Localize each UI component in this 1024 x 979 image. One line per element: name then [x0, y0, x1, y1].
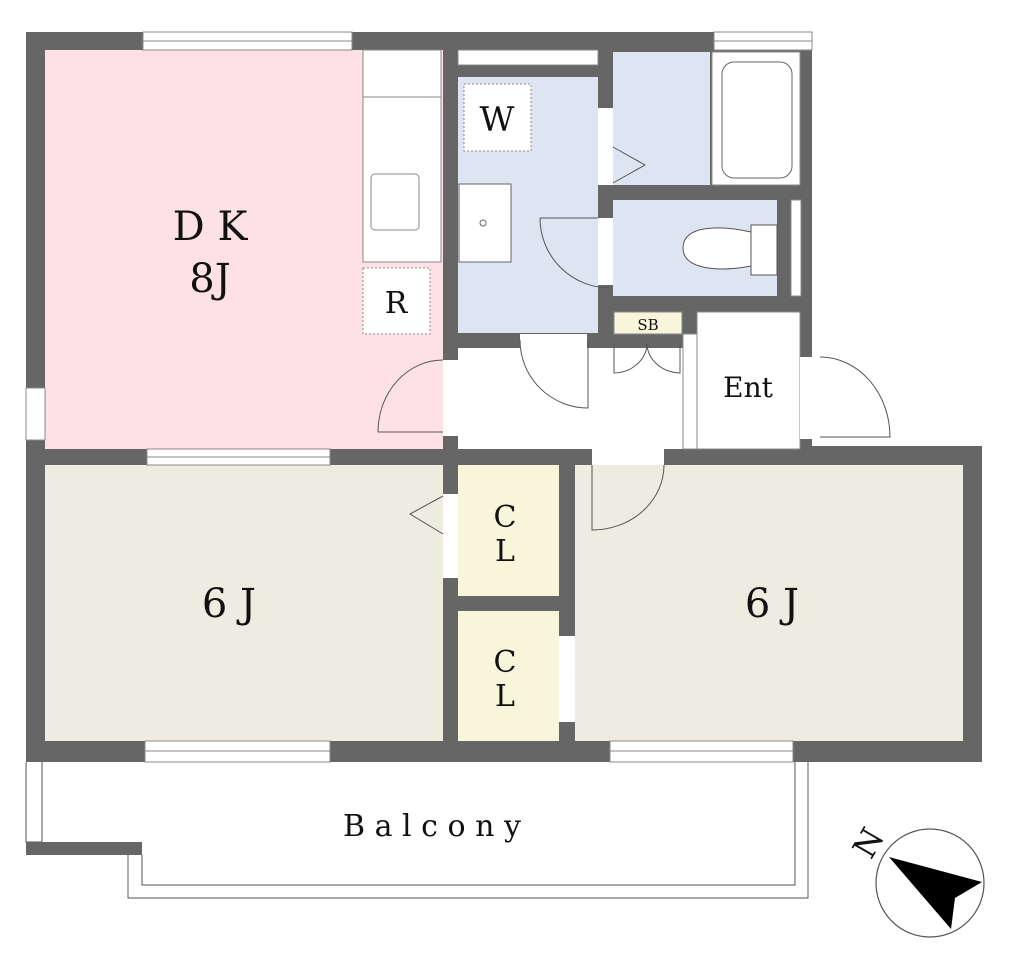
kitchen-sink — [370, 173, 420, 231]
room-left-label: 6 J — [202, 581, 256, 627]
closet-2-label-l: L — [495, 679, 515, 714]
washer-space — [463, 83, 532, 152]
room-entrance — [696, 311, 801, 450]
north-arrow-icon: N — [845, 821, 985, 938]
room-hallway — [458, 348, 683, 449]
balcony — [25, 762, 809, 899]
balcony-label: B a l c o n y — [343, 809, 521, 844]
fridge-space — [362, 267, 431, 335]
room-western-right — [575, 465, 963, 741]
closet-1-label-l: L — [495, 534, 515, 569]
toilet-window — [790, 199, 802, 297]
washbasin — [458, 183, 512, 263]
closet-2-label-c: C — [494, 645, 517, 680]
shoe-box — [613, 311, 683, 335]
dk-size: 8J — [189, 256, 230, 302]
shoe-box-label: SB — [637, 316, 658, 334]
closet-2 — [458, 611, 559, 741]
bathtub — [721, 61, 793, 179]
dk-label: D K — [173, 204, 249, 250]
entrance-label: Ent — [723, 371, 773, 404]
closet-1 — [458, 465, 559, 596]
washer-label: W — [480, 100, 515, 140]
toilet-tank — [750, 224, 778, 276]
fridge-label: R — [385, 286, 409, 321]
closet-1-label-c: C — [494, 500, 517, 535]
room-bath-dressing — [613, 52, 710, 185]
toilet-bowl — [682, 227, 752, 270]
room-western-left — [45, 465, 443, 741]
room-right-label: 6 J — [745, 581, 799, 627]
windows — [25, 31, 813, 763]
